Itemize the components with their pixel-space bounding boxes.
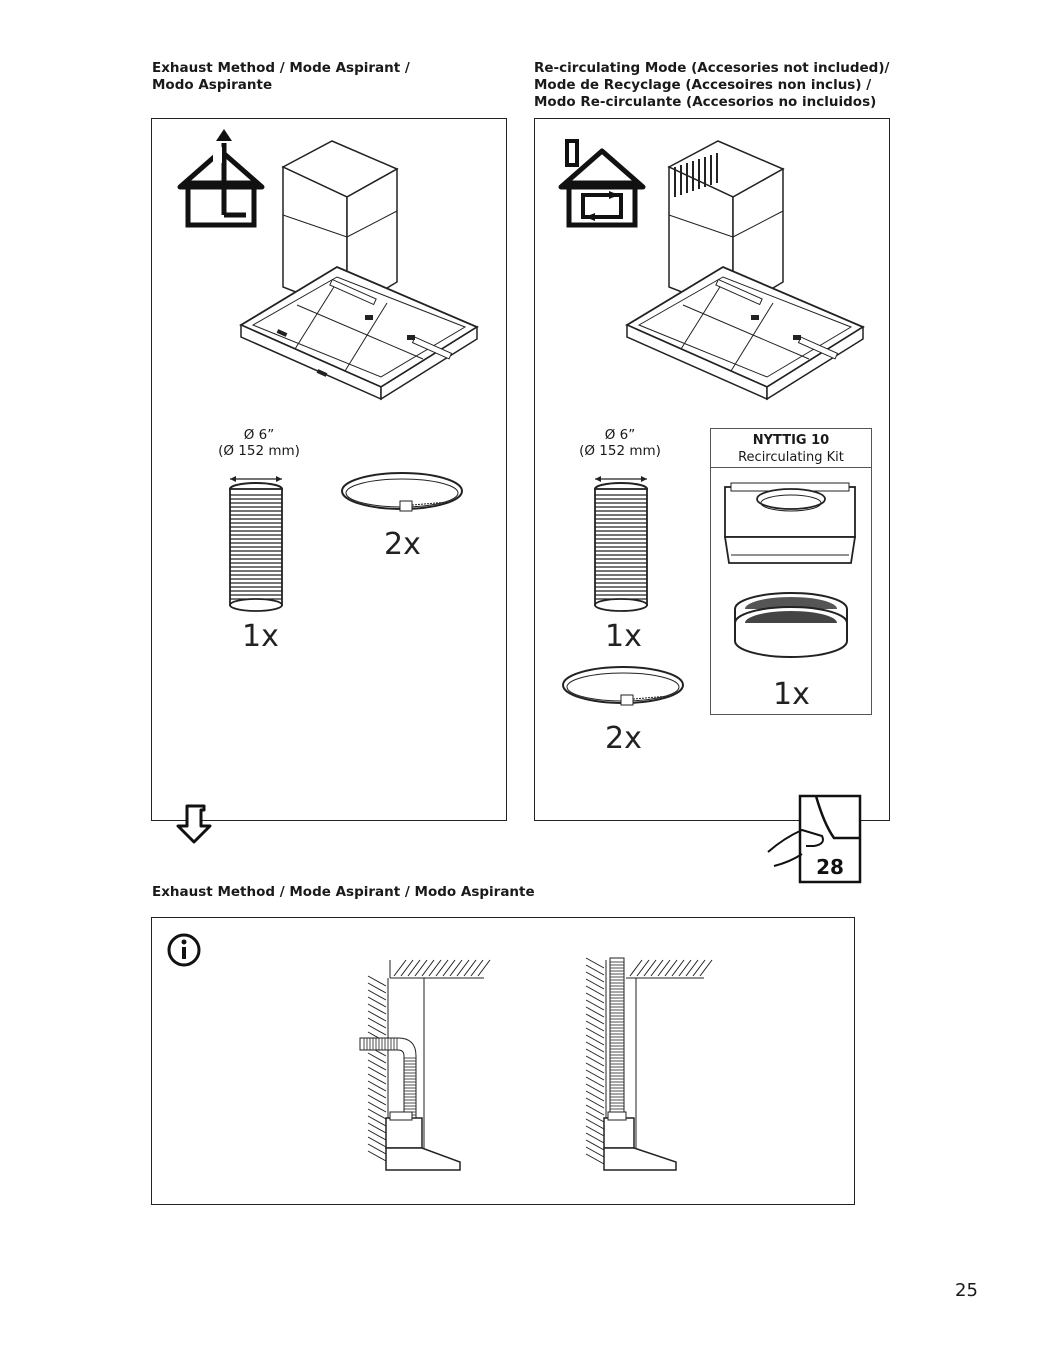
kit-title: NYTTIG 10 [752, 433, 830, 448]
page-reference-icon: 28 [767, 794, 862, 884]
flexible-duct-icon [594, 476, 648, 612]
installation-panel [151, 917, 855, 1205]
info-icon [167, 933, 201, 967]
recirculating-panel: Ø 6” (Ø 152 mm) 1x 2x NYTTIG 10 Recircul… [534, 118, 890, 821]
house-exhaust-icon [177, 129, 265, 228]
duct-quantity: 1x [605, 619, 642, 654]
charcoal-filter-icon [734, 592, 848, 658]
recirculating-mode-heading: Re-circulating Mode (Accesories not incl… [534, 60, 890, 110]
duct-diameter-label: Ø 6” (Ø 152 mm) [579, 427, 661, 459]
recirculating-kit-box: NYTTIG 10 Recirculating Kit 1x [710, 428, 872, 715]
hose-clamp-icon [562, 666, 684, 706]
kit-subtitle: Recirculating Kit [738, 450, 844, 465]
install-diagram-ceiling-exit [585, 957, 713, 1171]
duct-quantity: 1x [242, 619, 279, 654]
exhaust-method-heading: Exhaust Method / Mode Aspirant / Modo As… [152, 60, 410, 93]
install-diagram-wall-exit [359, 959, 491, 1171]
clamp-quantity: 2x [384, 527, 421, 562]
filter-housing-icon [723, 482, 857, 564]
exhaust-panel: Ø 6” (Ø 152 mm) 1x 2x [151, 118, 507, 821]
house-recirculate-icon [558, 139, 646, 228]
kit-divider [711, 467, 871, 468]
flexible-duct-icon [229, 476, 283, 612]
page-number: 25 [955, 1280, 978, 1301]
kit-quantity: 1x [773, 677, 810, 712]
range-hood-illustration [239, 140, 479, 401]
clamp-quantity: 2x [605, 721, 642, 756]
duct-diameter-label: Ø 6” (Ø 152 mm) [218, 427, 300, 459]
range-hood-vented-illustration [625, 140, 865, 401]
page-reference-number: 28 [816, 855, 844, 879]
install-heading: Exhaust Method / Mode Aspirant / Modo As… [152, 884, 535, 900]
down-arrow-icon [176, 804, 212, 844]
hose-clamp-icon [341, 472, 463, 512]
